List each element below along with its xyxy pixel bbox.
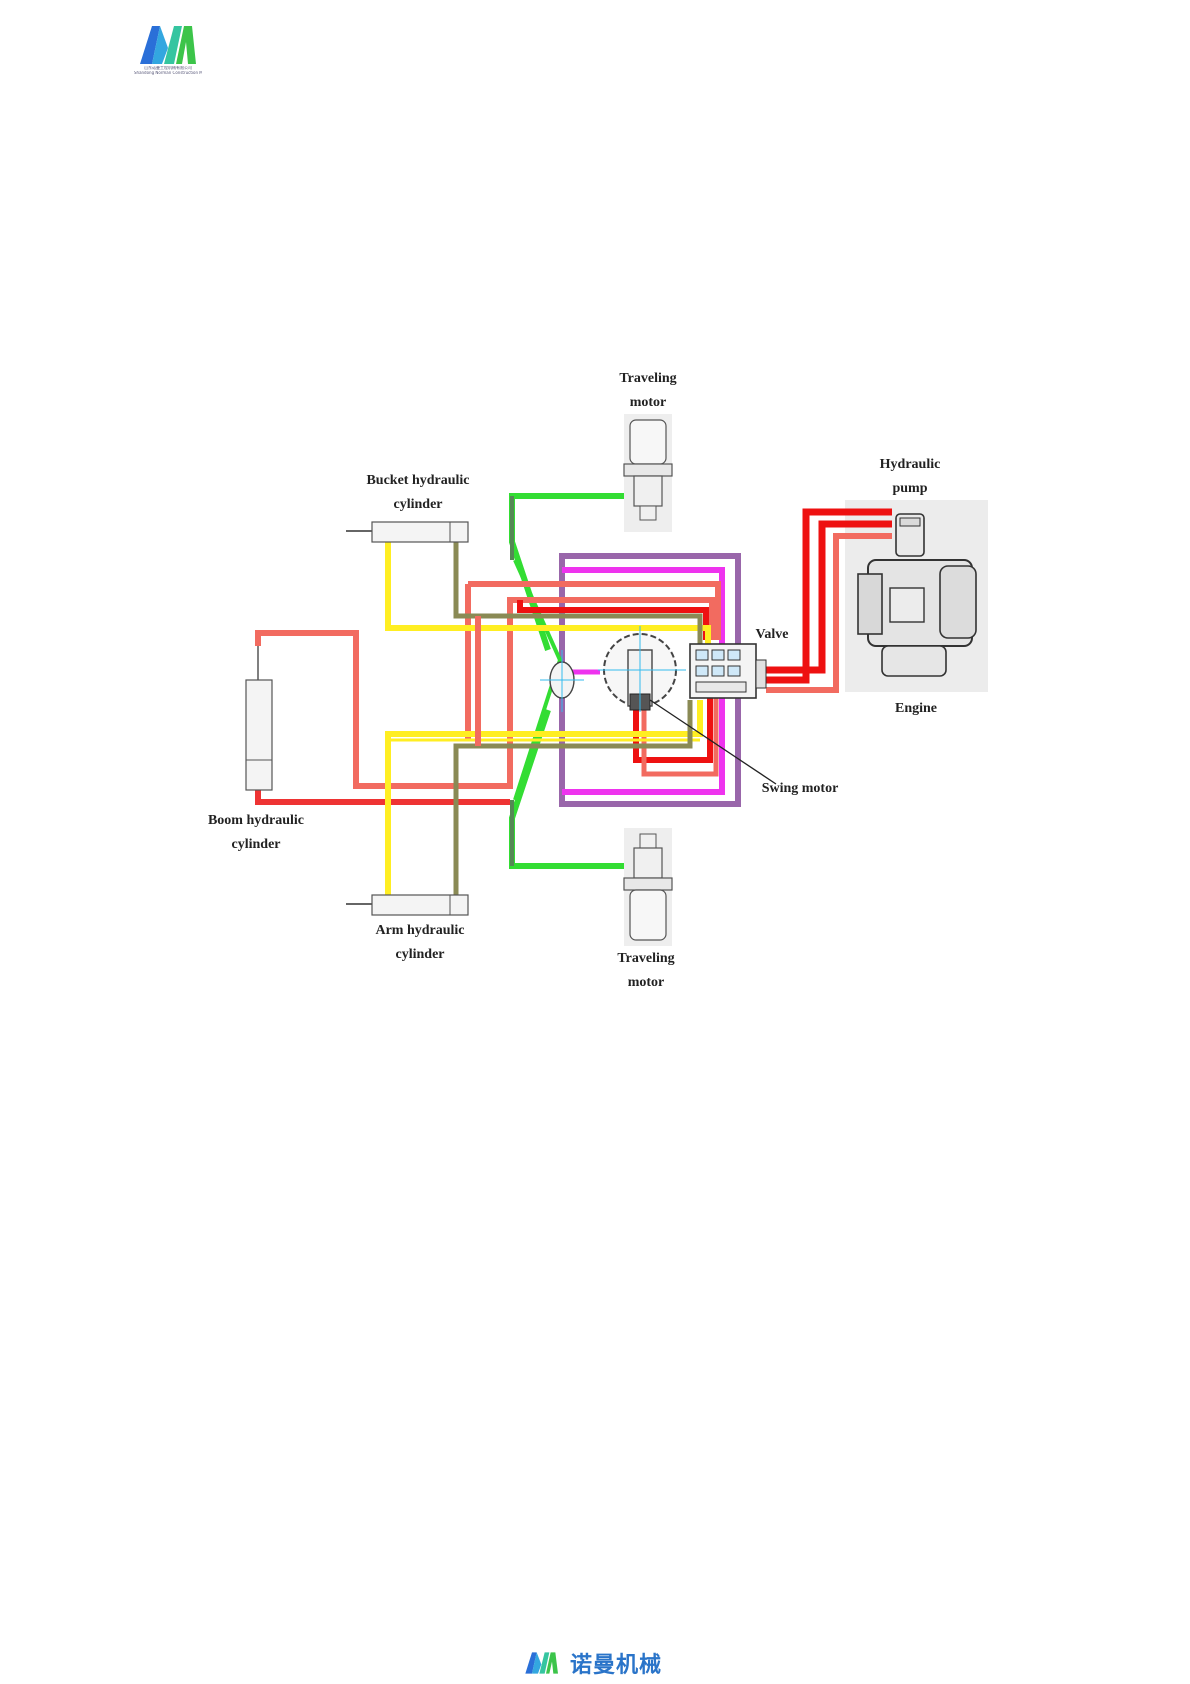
arm-hydraulic-cylinder [346, 895, 468, 915]
control-valve [690, 644, 766, 698]
label-traveling-motor-top-2: motor [630, 395, 667, 410]
boom-hydraulic-cylinder [246, 646, 272, 790]
footer-brand-text: 诺曼机械 [570, 1647, 662, 1679]
label-swing-motor: Swing motor [762, 781, 839, 796]
label-valve: Valve [756, 627, 789, 642]
label-hydraulic-pump-1: Hydraulic [880, 457, 941, 472]
label-hydraulic-pump-2: pump [892, 481, 927, 496]
label-arm-cylinder-2: cylinder [396, 947, 445, 962]
bucket-hydraulic-cylinder [346, 522, 468, 542]
footer-brand: 诺曼机械 [524, 1648, 662, 1678]
traveling-motor-top [624, 414, 672, 532]
label-boom-cylinder-2: cylinder [232, 837, 281, 852]
boom-pressure-line-lower [258, 790, 510, 802]
footer-logo-icon [524, 1651, 564, 1675]
label-engine: Engine [895, 701, 937, 716]
label-traveling-motor-bottom-2: motor [628, 975, 665, 990]
label-traveling-motor-bottom-1: Traveling [617, 951, 674, 966]
label-arm-cylinder-1: Arm hydraulic [375, 923, 464, 938]
label-boom-cylinder-1: Boom hydraulic [208, 813, 304, 828]
label-traveling-motor-top-1: Traveling [619, 371, 676, 386]
label-bucket-cylinder-2: cylinder [394, 497, 443, 512]
traveling-motor-bottom [624, 828, 672, 946]
label-bucket-cylinder-1: Bucket hydraulic [366, 473, 469, 488]
